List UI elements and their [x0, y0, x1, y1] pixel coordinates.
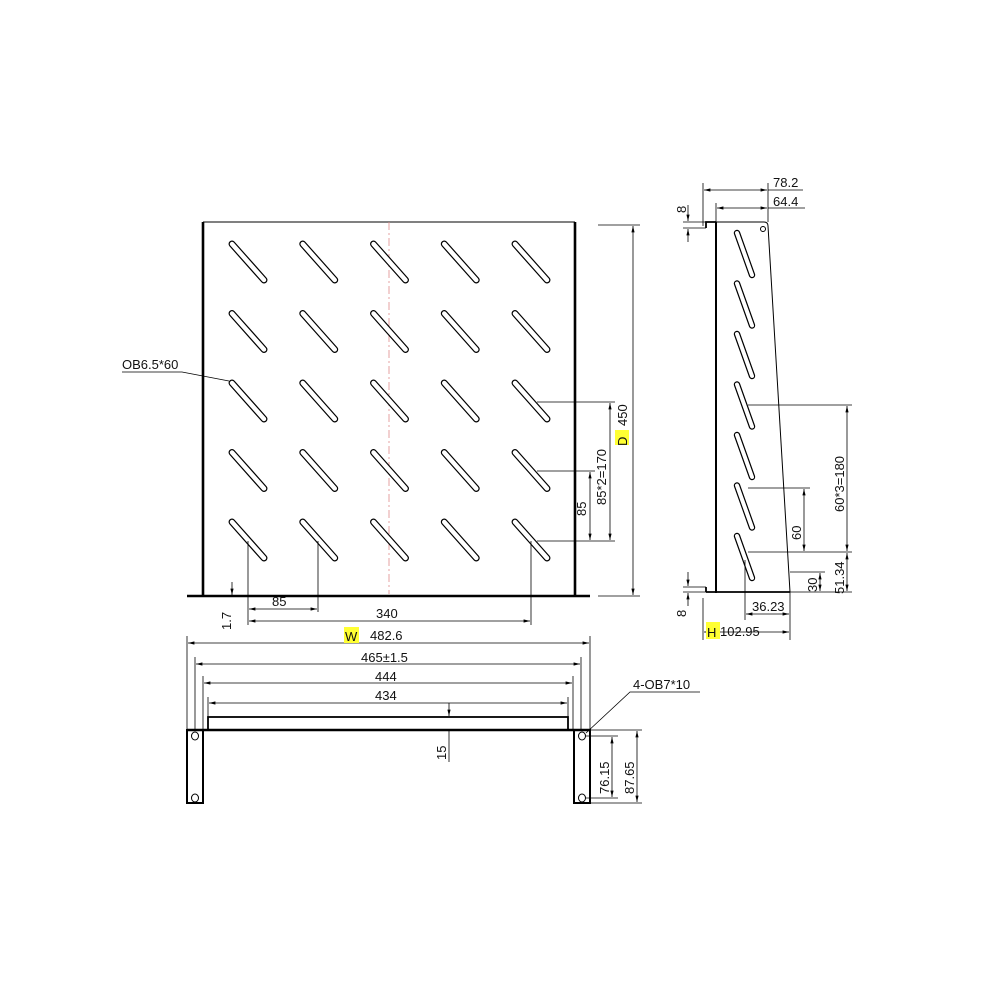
- slot-label: OB6.5*60: [122, 357, 178, 372]
- slot: [228, 310, 268, 353]
- hole-leader: [585, 691, 700, 734]
- height-value: 102.95: [720, 624, 760, 639]
- bottom-offset: 30: [805, 578, 820, 592]
- front-view: W 482.6 465±1.5 444 434 15 4-OB7*10 76.1…: [186, 627, 700, 804]
- slot: [511, 449, 551, 492]
- hole-span: 465±1.5: [361, 650, 408, 665]
- flange-thickness: 1.7: [219, 612, 234, 630]
- slot: [228, 518, 268, 562]
- slot: [511, 379, 551, 423]
- slot-grid: [228, 240, 551, 562]
- slot: [299, 449, 339, 492]
- mount-hole: [191, 793, 199, 803]
- hole-label: 4-OB7*10: [633, 677, 690, 692]
- side-profile: [716, 221, 791, 593]
- bottom-lip: 8: [674, 610, 689, 617]
- slot: [511, 518, 551, 562]
- slot: [370, 449, 409, 492]
- slot: [733, 381, 756, 430]
- side-view: 78.2 64.4 8 60*3=180 60 30 51.34 36.23 H…: [674, 175, 852, 640]
- mount-hole: [578, 793, 586, 803]
- slot: [733, 229, 756, 279]
- tray-lip: [207, 716, 569, 731]
- left-ear: [186, 729, 204, 804]
- width-letter: W: [345, 629, 358, 644]
- width-value: 482.6: [370, 628, 403, 643]
- depth-value: 450: [615, 404, 630, 426]
- slot-offset: 36.23: [752, 599, 785, 614]
- height-letter: H: [707, 625, 716, 640]
- side-hole: [760, 226, 766, 232]
- right-ear: [573, 729, 591, 804]
- slot: [228, 240, 268, 284]
- slot: [733, 431, 756, 481]
- top-view: OB6.5*60 D 450 85*2=170 85 85 340 1.7: [122, 221, 640, 630]
- top-width: 64.4: [773, 194, 798, 209]
- side-slot-pitch: 60: [789, 526, 804, 540]
- slot-leader: [122, 371, 230, 382]
- mount-hole: [191, 731, 199, 741]
- slot: [370, 518, 409, 562]
- slot-pitch-total: 85*2=170: [594, 449, 609, 505]
- slot: [299, 518, 339, 562]
- slot: [511, 310, 551, 353]
- slot: [299, 310, 339, 353]
- outer-width: 444: [375, 669, 397, 684]
- hole-pitch: 76.15: [597, 761, 612, 794]
- lip-height: 15: [434, 746, 449, 760]
- slot: [440, 518, 480, 562]
- ear-height: 87.65: [622, 761, 637, 794]
- slot: [511, 240, 551, 284]
- first-slot-height: 51.34: [832, 561, 847, 594]
- slot: [228, 379, 268, 423]
- slot-pitch: 85: [574, 502, 589, 516]
- slot: [370, 310, 409, 353]
- slot: [440, 379, 480, 423]
- side-slots: [733, 229, 756, 582]
- inner-width: 434: [375, 688, 397, 703]
- slot: [299, 379, 339, 423]
- bottom-span: 340: [376, 606, 398, 621]
- slot: [228, 449, 268, 492]
- top-overall: 78.2: [773, 175, 798, 190]
- slot: [370, 240, 409, 284]
- slot: [733, 482, 756, 531]
- top-lip: 8: [674, 206, 689, 213]
- slot: [733, 280, 756, 329]
- mount-hole: [578, 731, 586, 741]
- bottom-pitch: 85: [272, 594, 286, 609]
- slot: [440, 310, 480, 353]
- slot: [370, 379, 409, 423]
- side-slot-pitch-total: 60*3=180: [832, 456, 847, 512]
- slot: [440, 240, 480, 284]
- slot: [299, 240, 339, 284]
- slot: [733, 330, 756, 380]
- slot: [440, 449, 480, 492]
- depth-letter: D: [615, 437, 630, 446]
- slot: [733, 532, 756, 582]
